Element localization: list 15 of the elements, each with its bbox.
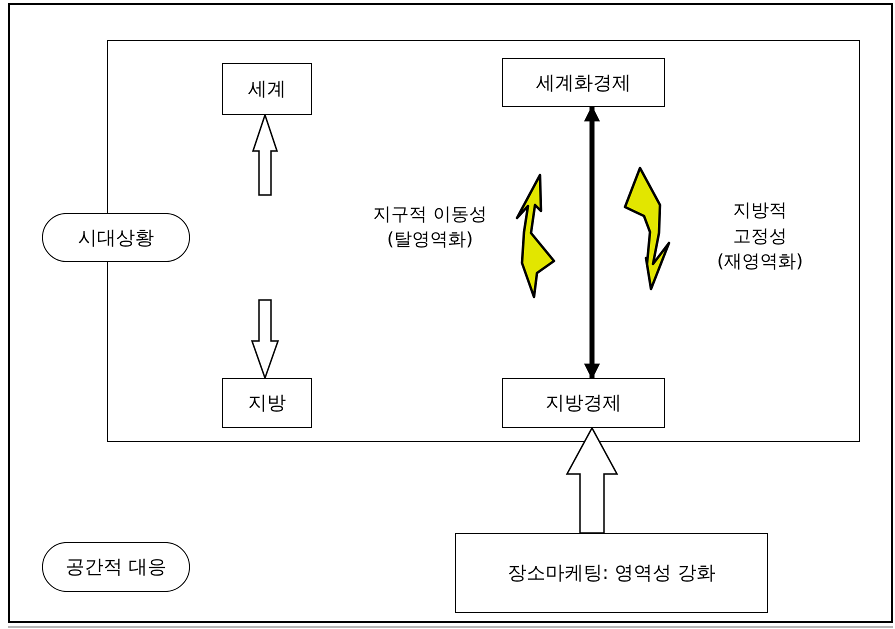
- text-label: (재영역화): [716, 250, 804, 274]
- text-label: 지방적 고정성: [732, 199, 788, 249]
- text-label: (탈영역화): [386, 228, 474, 252]
- text-box: 장소마케팅: 영역성 강화: [455, 533, 768, 613]
- rounded-box: 시대상황: [42, 213, 190, 262]
- text-box: 세계화경제: [502, 58, 665, 107]
- text-box: 세계: [222, 63, 312, 115]
- arrow: [566, 426, 618, 534]
- text-box: 지방경제: [502, 378, 665, 428]
- text-label: 지구적 이동성: [372, 203, 488, 227]
- arrow: [584, 105, 600, 380]
- arrow: [252, 112, 278, 196]
- arrow: [250, 299, 280, 380]
- text-box: 지방: [222, 378, 312, 428]
- rounded-box: 공간적 대응: [42, 542, 190, 592]
